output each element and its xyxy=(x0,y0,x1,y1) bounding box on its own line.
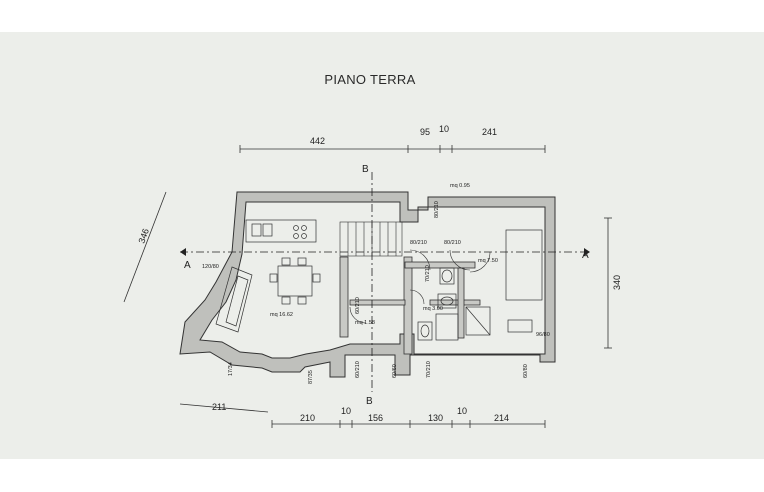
area-bedroom: mq 7.50 xyxy=(478,258,498,264)
section-label-a-left: A xyxy=(184,260,191,271)
dim-bottom-2: 210 xyxy=(300,413,315,423)
kitchen-counter xyxy=(245,219,317,243)
dim-bottom-7: 214 xyxy=(494,413,509,423)
dim-top-4: 241 xyxy=(482,127,497,137)
opening-4: 70/210 xyxy=(425,265,431,282)
dim-top-3: 10 xyxy=(439,124,449,134)
dim-bottom-1: 211 xyxy=(212,402,226,412)
dim-right: 340 xyxy=(612,275,622,290)
exterior-walls xyxy=(179,191,556,378)
opening-13: 87/35 xyxy=(308,370,314,384)
area-bath: mq 3.00 xyxy=(423,306,443,312)
opening-1: 80/210 xyxy=(410,240,427,246)
sofa xyxy=(215,266,253,333)
opening-2: 80/210 xyxy=(444,240,461,246)
opening-8: 60/80 xyxy=(523,364,529,378)
left-dimension-line xyxy=(123,191,167,303)
opening-3: 80/210 xyxy=(434,201,440,218)
section-label-b-top: B xyxy=(362,164,369,175)
bathroom-fixtures xyxy=(417,229,543,341)
opening-7: 70/210 xyxy=(426,361,432,378)
dim-bottom-3: 10 xyxy=(341,406,351,416)
interior-walls xyxy=(339,256,481,355)
opening-5: 60/210 xyxy=(355,297,361,314)
opening-12: 17/34 xyxy=(228,362,234,376)
staircase xyxy=(339,221,403,257)
area-hall: mq 1.58 xyxy=(355,320,375,326)
section-label-a-right: A xyxy=(582,250,589,261)
opening-9: 96/80 xyxy=(536,332,550,338)
dim-bottom-4: 156 xyxy=(368,413,383,423)
drawing-sheet: PIANO TERRA xyxy=(0,32,764,459)
dim-bottom-6: 10 xyxy=(457,406,467,416)
opening-11: 120/80 xyxy=(202,264,219,270)
door-swings xyxy=(349,249,491,324)
area-living: mq 16.62 xyxy=(270,312,293,318)
dim-left: 346 xyxy=(136,227,151,245)
floor-plan: 442 95 10 241 211 210 10 156 130 10 214 … xyxy=(123,124,622,428)
drawing-title: PIANO TERRA xyxy=(324,72,416,87)
section-label-b-bottom: B xyxy=(366,396,373,407)
dim-top-2: 95 xyxy=(420,127,430,137)
dim-top-1: 442 xyxy=(310,136,325,146)
opening-10: 60/60 xyxy=(392,364,398,378)
opening-6: 60/210 xyxy=(355,361,361,378)
bottom-left-dimension-line xyxy=(179,403,269,413)
dim-bottom-5: 130 xyxy=(428,413,443,423)
dining-table xyxy=(269,257,321,305)
area-closet: mq 0.95 xyxy=(450,183,470,189)
